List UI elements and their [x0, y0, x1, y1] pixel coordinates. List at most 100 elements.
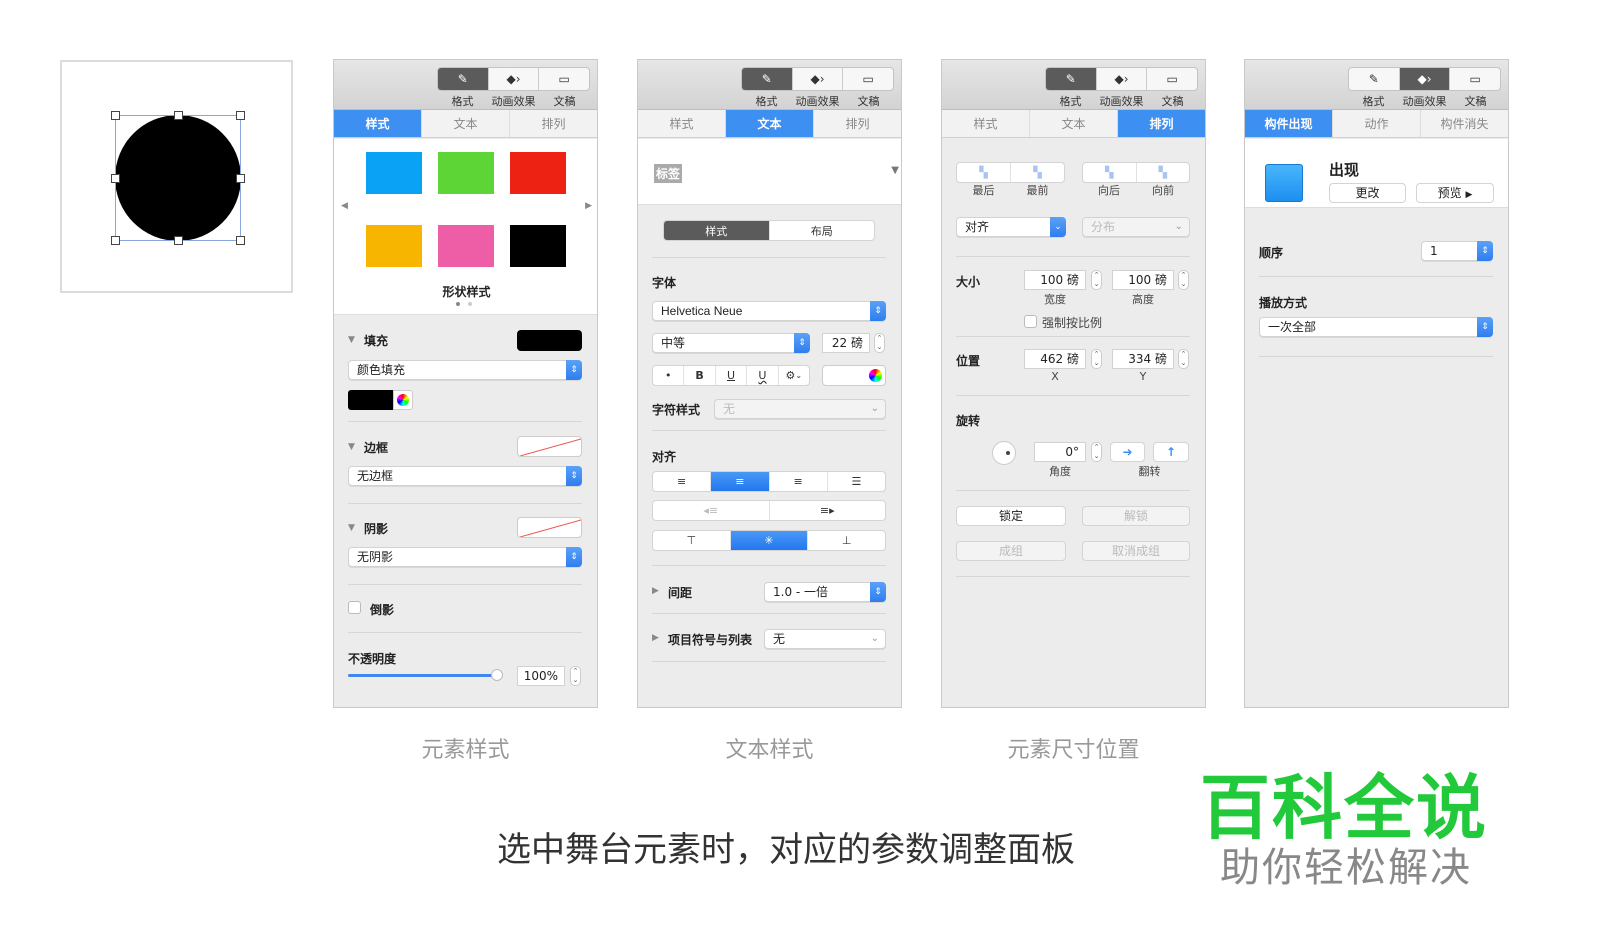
tab-arrange[interactable]: 排列	[1118, 110, 1205, 137]
char-style-select[interactable]: 无⌄	[714, 399, 886, 419]
resize-handle-t[interactable]	[174, 111, 183, 120]
prev-page-icon[interactable]: ◀	[341, 201, 348, 211]
animate-button[interactable]: ◆›	[793, 68, 844, 90]
send-backward-icon[interactable]: ▚	[1083, 163, 1137, 182]
constrain-proportions-checkbox[interactable]	[1024, 315, 1037, 328]
height-field[interactable]: 100 磅	[1112, 270, 1174, 290]
bullets-select[interactable]: 无⌄	[764, 629, 886, 649]
document-button[interactable]: ▭	[1147, 68, 1197, 90]
resize-handle-r[interactable]	[236, 174, 245, 183]
width-stepper[interactable]: ⌃⌄	[1091, 270, 1102, 290]
ungroup-button[interactable]: 取消成组	[1082, 541, 1190, 561]
subtab-layout[interactable]: 布局	[810, 224, 833, 238]
rotation-dial[interactable]	[992, 441, 1016, 465]
dropdown-triangle-icon[interactable]: ▼	[891, 165, 899, 176]
wavy-underline-button[interactable]: U	[747, 366, 779, 385]
unlock-button[interactable]: 解锁	[1082, 506, 1190, 526]
document-button[interactable]: ▭	[539, 68, 589, 90]
selected-circle-shape[interactable]	[115, 115, 241, 241]
tab-build-in[interactable]: 构件出现	[1245, 110, 1333, 137]
tab-text[interactable]: 文本	[422, 110, 510, 137]
style-swatch-yellow[interactable]	[366, 225, 422, 267]
document-button[interactable]: ▭	[843, 68, 893, 90]
border-color-well[interactable]	[517, 436, 582, 457]
tab-build-out[interactable]: 构件消失	[1440, 117, 1489, 131]
spacing-select[interactable]: 1.0 - 一倍⇕	[764, 582, 886, 602]
angle-stepper[interactable]: ⌃⌄	[1091, 442, 1102, 462]
tab-text[interactable]: 文本	[1030, 110, 1118, 137]
increase-indent-icon[interactable]: ≡▸	[819, 504, 835, 517]
tab-arrange[interactable]: 排列	[541, 117, 566, 131]
font-size-stepper[interactable]: ⌃⌄	[874, 333, 885, 353]
style-swatch-blue[interactable]	[366, 152, 422, 194]
page-dot-1[interactable]	[456, 302, 460, 306]
align-center-icon[interactable]: ≡	[711, 472, 770, 491]
opacity-slider-knob[interactable]	[491, 669, 503, 681]
color-wheel-button[interactable]	[393, 390, 413, 410]
flip-horizontal-button[interactable]: ➜	[1110, 442, 1145, 462]
decrease-indent-icon[interactable]: ◂≡	[653, 501, 770, 520]
height-stepper[interactable]: ⌃⌄	[1178, 270, 1189, 290]
lock-button[interactable]: 锁定	[956, 506, 1066, 526]
stage-canvas[interactable]	[60, 60, 293, 293]
subtab-style[interactable]: 样式	[664, 221, 770, 240]
shadow-type-select[interactable]: 无阴影⇕	[348, 547, 582, 567]
resize-handle-br[interactable]	[236, 236, 245, 245]
border-type-select[interactable]: 无边框⇕	[348, 466, 582, 486]
group-button[interactable]: 成组	[956, 541, 1066, 561]
resize-handle-tr[interactable]	[236, 111, 245, 120]
style-swatch-green[interactable]	[438, 152, 494, 194]
align-bottom-icon[interactable]: ⊥	[841, 534, 852, 547]
x-field[interactable]: 462 磅	[1024, 349, 1086, 369]
tab-style[interactable]: 样式	[638, 110, 726, 137]
opacity-field[interactable]: 100%	[517, 666, 565, 686]
format-button[interactable]: ✎	[438, 68, 489, 90]
x-stepper[interactable]: ⌃⌄	[1091, 349, 1102, 369]
align-top-icon[interactable]: ⊤	[653, 531, 731, 550]
disclosure-triangle-icon[interactable]: ▼	[348, 335, 355, 345]
font-size-field[interactable]: 22 磅	[822, 333, 870, 353]
format-button[interactable]: ✎	[1349, 68, 1400, 90]
disclosure-triangle-icon[interactable]: ▼	[348, 523, 355, 533]
text-color-well[interactable]	[822, 365, 886, 386]
resize-handle-tl[interactable]	[111, 111, 120, 120]
opacity-slider-track[interactable]	[348, 674, 498, 677]
y-stepper[interactable]: ⌃⌄	[1178, 349, 1189, 369]
font-weight-select[interactable]: 中等⇕	[652, 333, 810, 353]
underline-button[interactable]: U	[716, 366, 748, 385]
flip-vertical-button[interactable]: ↑	[1153, 442, 1189, 462]
animate-button[interactable]: ◆›	[489, 68, 540, 90]
disclosure-triangle-icon[interactable]: ▶	[652, 586, 659, 596]
style-swatch-black[interactable]	[510, 225, 566, 267]
disclosure-triangle-icon[interactable]: ▶	[652, 633, 659, 643]
angle-field[interactable]: 0°	[1034, 442, 1086, 462]
fill-type-select[interactable]: 颜色填充⇕	[348, 360, 582, 380]
align-left-icon[interactable]: ≡	[653, 472, 712, 491]
paragraph-style-selector[interactable]: 标签 ▼	[638, 139, 901, 205]
fill-color-swatch[interactable]	[348, 390, 393, 410]
format-button[interactable]: ✎	[1046, 68, 1097, 90]
resize-handle-l[interactable]	[111, 174, 120, 183]
format-button[interactable]: ✎	[742, 68, 793, 90]
align-justify-icon[interactable]: ☰	[851, 475, 862, 488]
reflection-checkbox[interactable]	[348, 601, 361, 614]
tab-arrange[interactable]: 排列	[845, 117, 870, 131]
bring-to-front-icon[interactable]: ▚	[1033, 166, 1042, 179]
document-button[interactable]: ▭	[1450, 68, 1500, 90]
opacity-stepper[interactable]: ⌃⌄	[570, 666, 581, 686]
shadow-color-well[interactable]	[517, 517, 582, 538]
gear-options-button[interactable]: ⚙⌄	[785, 369, 803, 382]
bullet-button[interactable]: •	[653, 366, 685, 385]
change-effect-button[interactable]: 更改	[1329, 183, 1406, 203]
width-field[interactable]: 100 磅	[1024, 270, 1086, 290]
align-middle-icon[interactable]: ✳	[730, 531, 809, 550]
resize-handle-bl[interactable]	[111, 236, 120, 245]
preview-button[interactable]: 预览 ▶	[1416, 183, 1494, 203]
style-swatch-pink[interactable]	[438, 225, 494, 267]
tab-style[interactable]: 样式	[334, 110, 422, 137]
tab-text[interactable]: 文本	[726, 110, 814, 137]
bold-button[interactable]: B	[684, 366, 716, 385]
y-field[interactable]: 334 磅	[1112, 349, 1174, 369]
send-to-back-icon[interactable]: ▚	[957, 163, 1011, 182]
bring-forward-icon[interactable]: ▚	[1158, 166, 1167, 179]
